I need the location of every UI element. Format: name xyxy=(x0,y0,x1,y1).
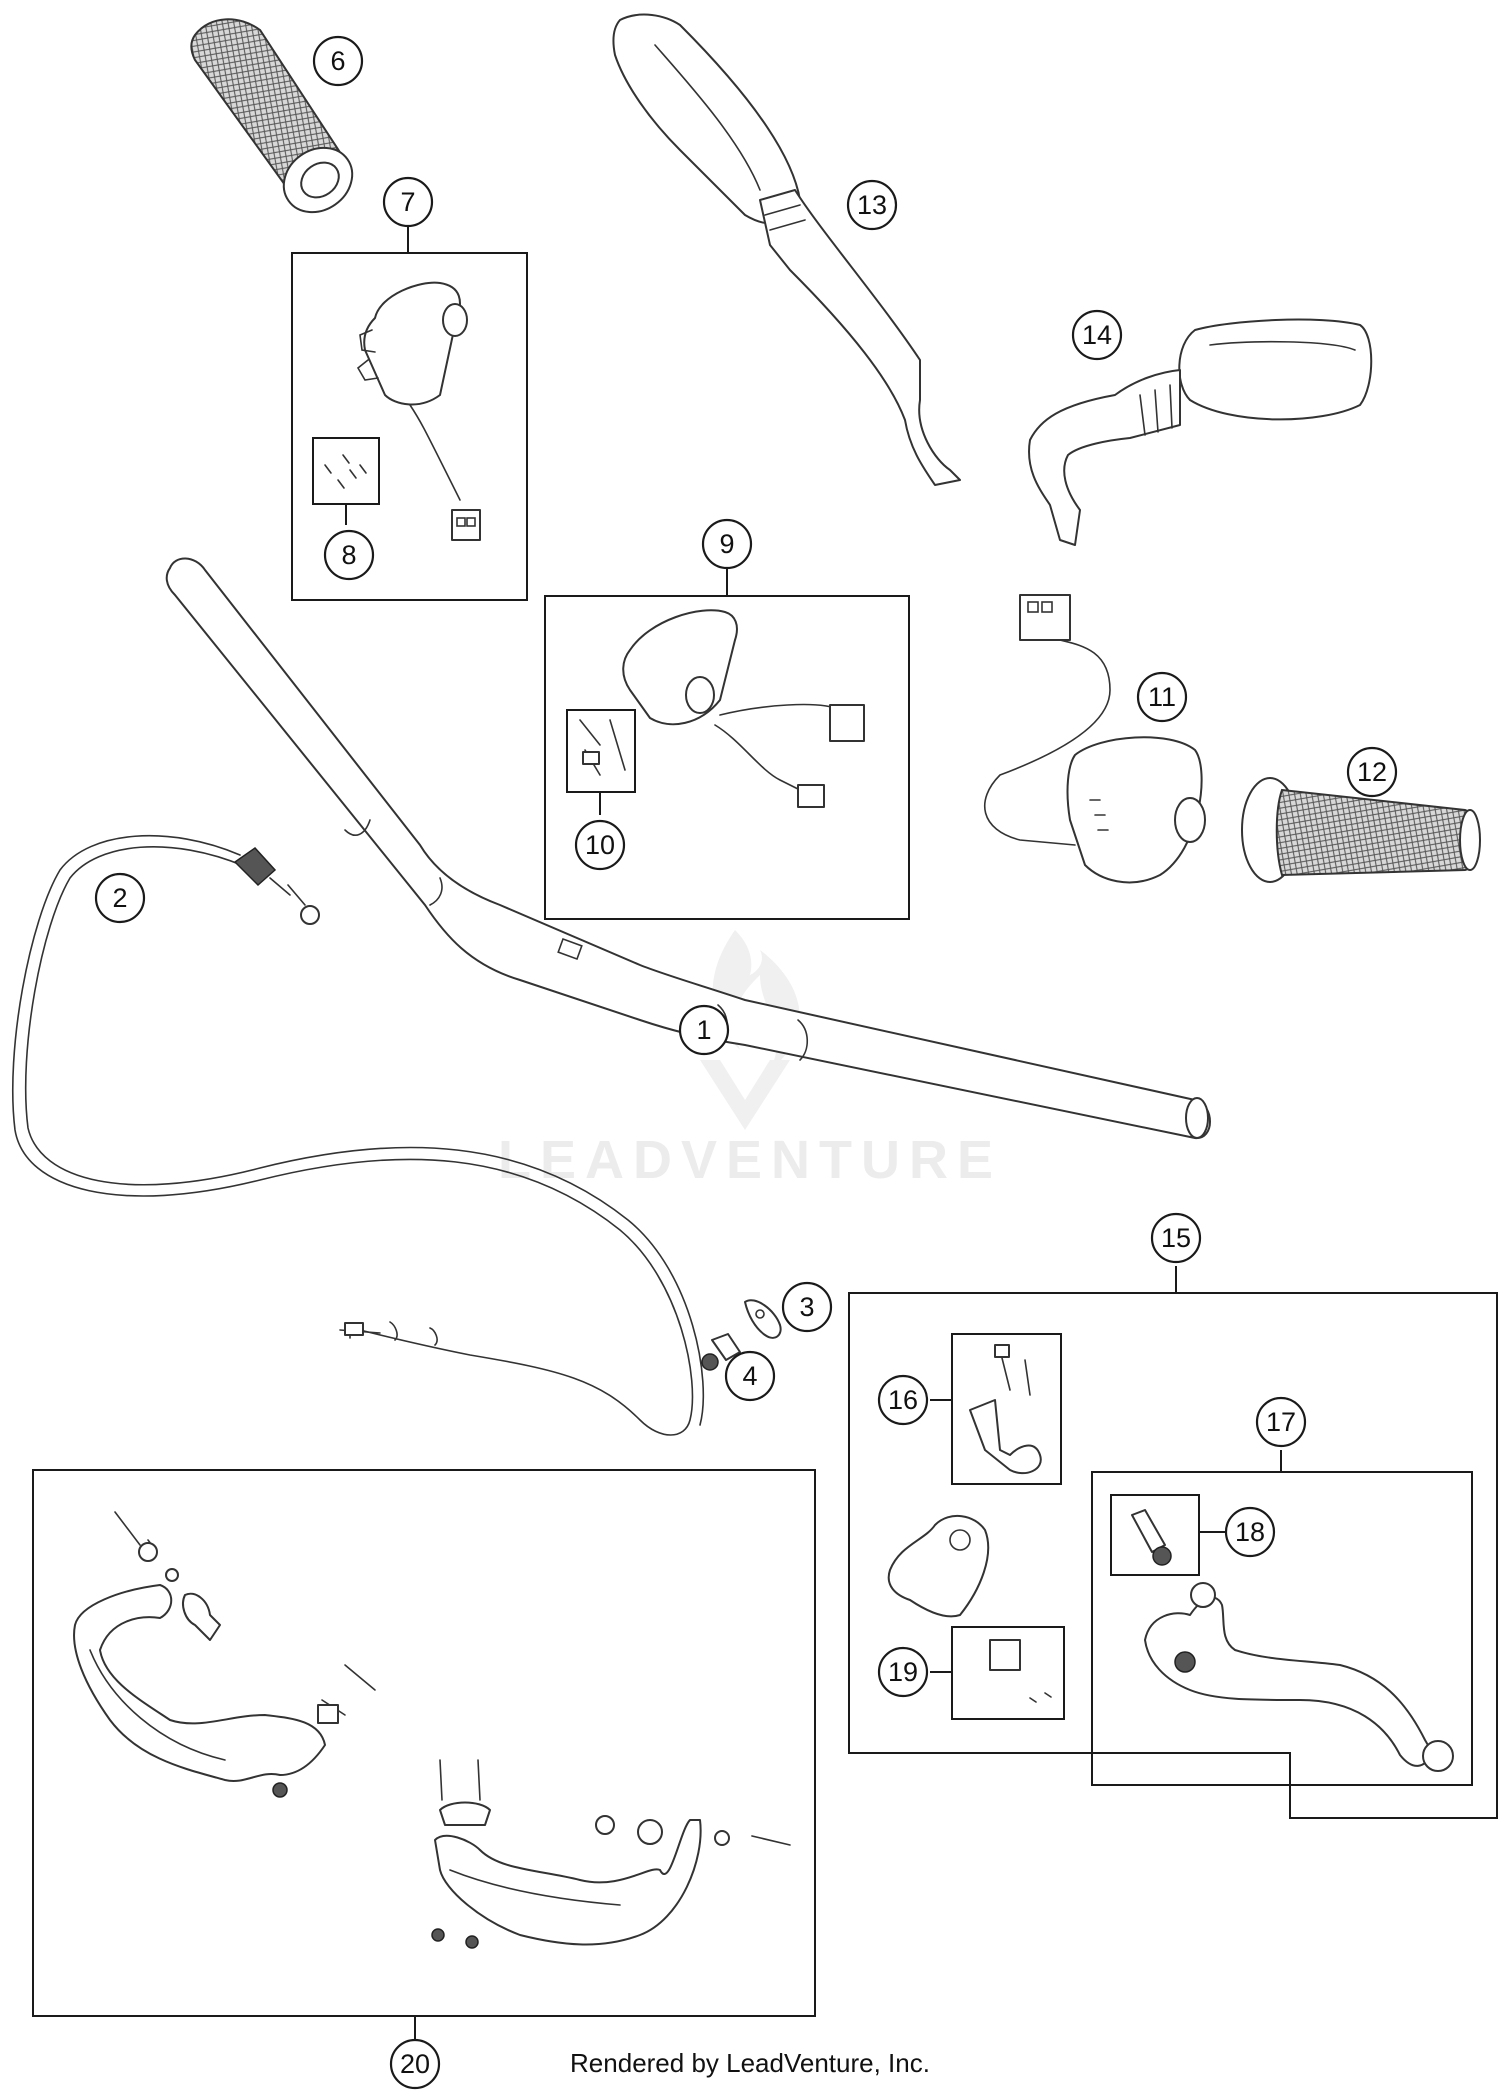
right-hand-guard xyxy=(431,1759,791,1949)
callout-10: 10 xyxy=(574,819,626,871)
callout-11: 11 xyxy=(1136,671,1188,723)
callout-8: 8 xyxy=(323,529,375,581)
pivot-bolt-18 xyxy=(1131,1509,1172,1566)
callout-4: 4 xyxy=(724,1350,776,1402)
box-pivot-18 xyxy=(1110,1494,1200,1576)
left-mirror xyxy=(612,13,961,486)
svg-text:2: 2 xyxy=(112,883,127,913)
callout-1: 1 xyxy=(678,1004,730,1056)
svg-text:10: 10 xyxy=(585,830,615,860)
svg-text:3: 3 xyxy=(799,1292,814,1322)
left-handlebar-switch xyxy=(356,281,481,541)
callout-13: 13 xyxy=(846,179,898,231)
svg-text:7: 7 xyxy=(400,187,415,217)
callout-19: 19 xyxy=(877,1646,929,1698)
svg-text:9: 9 xyxy=(719,529,734,559)
callout-7: 7 xyxy=(382,176,434,228)
callout-16: 16 xyxy=(877,1374,929,1426)
svg-text:4: 4 xyxy=(742,1361,757,1391)
callout-18: 18 xyxy=(1224,1506,1276,1558)
left-hand-guard xyxy=(73,1511,376,1798)
callout-2: 2 xyxy=(94,872,146,924)
callout-3: 3 xyxy=(781,1281,833,1333)
box-clamp-16 xyxy=(951,1333,1062,1485)
clamp-16 xyxy=(969,1344,1042,1475)
callout-20: 20 xyxy=(389,2038,441,2090)
svg-text:11: 11 xyxy=(1148,682,1176,712)
box-hand-guards xyxy=(32,1469,816,2017)
svg-text:15: 15 xyxy=(1161,1223,1191,1253)
callout-14: 14 xyxy=(1071,309,1123,361)
clutch-lever xyxy=(1144,1582,1454,1772)
callout-17: 17 xyxy=(1255,1396,1307,1448)
switch-cube-11 xyxy=(984,594,1206,884)
box-clutch-assembly xyxy=(848,1292,1498,1819)
right-handlebar-switch xyxy=(622,609,865,808)
svg-text:13: 13 xyxy=(857,190,887,220)
svg-text:20: 20 xyxy=(400,2049,430,2079)
callout-9: 9 xyxy=(701,518,753,570)
screw-bolt xyxy=(701,1333,741,1371)
box-screws-10 xyxy=(566,709,636,793)
svg-text:18: 18 xyxy=(1235,1517,1265,1547)
svg-text:14: 14 xyxy=(1082,320,1112,350)
box-screws-8 xyxy=(312,437,380,505)
callout-6: 6 xyxy=(312,35,364,87)
box-left-switch xyxy=(291,252,528,601)
svg-text:1: 1 xyxy=(696,1015,711,1045)
throttle-cable xyxy=(12,835,705,1436)
microswitch-19 xyxy=(989,1639,1052,1703)
lever-bracket xyxy=(887,1514,990,1618)
right-grip xyxy=(1241,777,1481,883)
svg-text:12: 12 xyxy=(1357,757,1387,787)
callout-15: 15 xyxy=(1150,1212,1202,1264)
screws-10 xyxy=(579,719,626,776)
right-mirror xyxy=(1028,318,1373,546)
svg-text:16: 16 xyxy=(888,1385,918,1415)
svg-text:8: 8 xyxy=(341,540,356,570)
svg-text:17: 17 xyxy=(1266,1407,1296,1437)
cable-clip xyxy=(744,1299,782,1339)
screws-8 xyxy=(324,454,367,489)
watermark-text: LEADVENTURE xyxy=(498,1130,1002,1190)
callout-12: 12 xyxy=(1346,746,1398,798)
svg-text:19: 19 xyxy=(888,1657,918,1687)
svg-text:6: 6 xyxy=(330,46,345,76)
credit-text: Rendered by LeadVenture, Inc. xyxy=(570,2048,930,2078)
left-grip xyxy=(190,18,354,214)
